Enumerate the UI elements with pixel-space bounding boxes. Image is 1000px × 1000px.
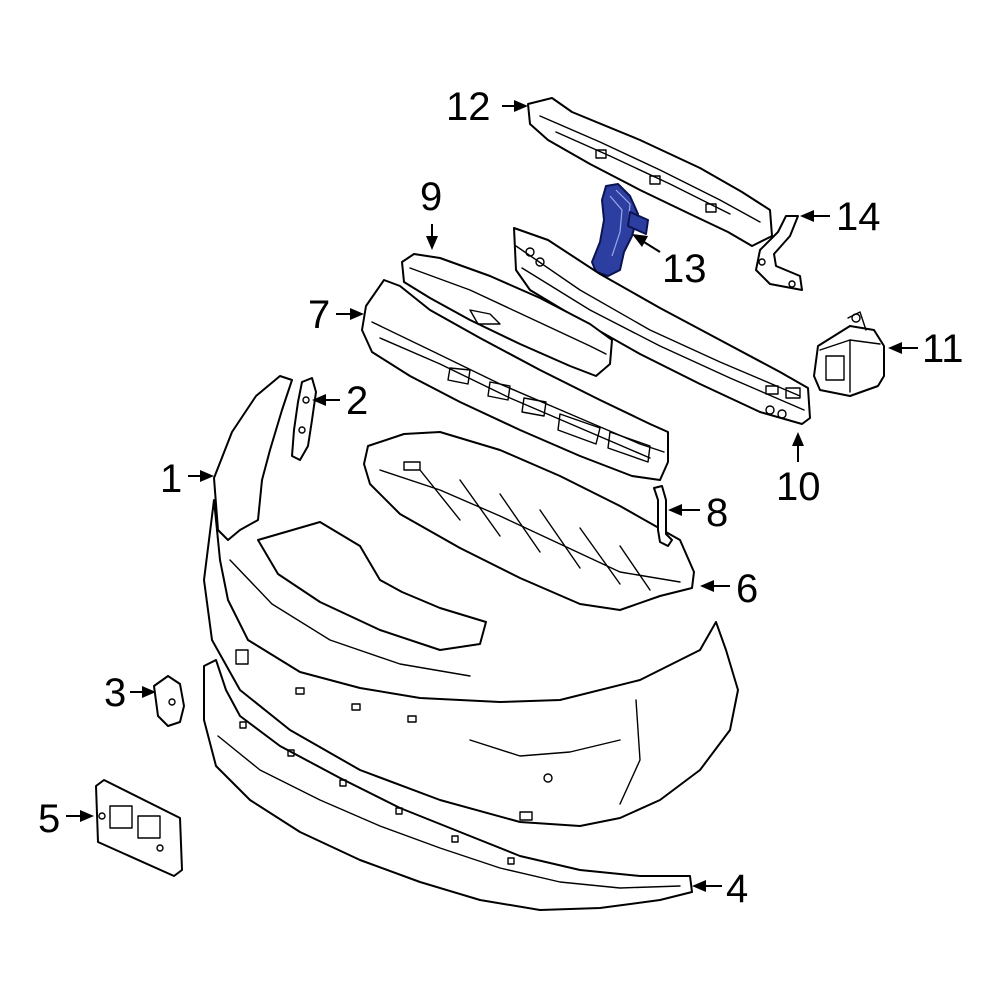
callout-8: 8 [706, 491, 728, 535]
callout-3: 3 [104, 671, 126, 715]
callout-10: 10 [776, 465, 821, 509]
callout-14: 14 [836, 195, 881, 239]
part-8-clip [653, 485, 673, 547]
callout-labels: 1 2 3 4 5 6 7 8 9 10 11 12 13 14 [38, 85, 964, 911]
callout-4: 4 [726, 867, 748, 911]
callout-2: 2 [346, 379, 368, 423]
part-3-clip [153, 675, 185, 727]
callout-11: 11 [922, 327, 964, 371]
part-5-license-bracket [95, 779, 183, 877]
callout-7: 7 [308, 293, 330, 337]
part-11-crash-box [813, 311, 885, 397]
part-12-upper-support [527, 97, 773, 247]
part-4-lower-lip [203, 659, 693, 911]
callout-9: 9 [420, 175, 442, 219]
part-6-lower-deflector [363, 431, 695, 611]
callout-5: 5 [38, 797, 60, 841]
part-14-bracket [755, 215, 803, 291]
callout-13: 13 [662, 247, 707, 291]
callout-1: 1 [160, 457, 182, 501]
part-2-side-bracket [291, 377, 317, 461]
part-1-bumper-cover [203, 375, 739, 827]
leader-lines [66, 100, 918, 892]
part-7-grille-assembly [361, 279, 669, 481]
callout-12: 12 [446, 85, 491, 129]
part-9-energy-absorber [401, 253, 613, 377]
callout-6: 6 [736, 567, 758, 611]
part-13-support-bracket-highlighted [591, 183, 649, 277]
